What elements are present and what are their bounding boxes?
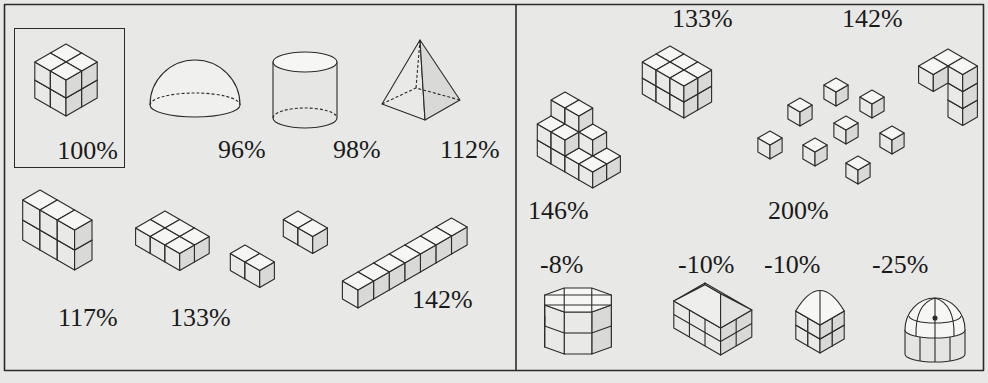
pyramid bbox=[382, 40, 460, 120]
face bbox=[919, 58, 948, 75]
apex-dot bbox=[933, 316, 937, 320]
face bbox=[342, 272, 373, 290]
face bbox=[57, 210, 92, 230]
percent-value: 96% bbox=[218, 137, 266, 163]
face bbox=[670, 70, 698, 86]
cylinder bbox=[273, 52, 337, 128]
reference-frame: 100% bbox=[14, 28, 125, 168]
percent-value: -10% bbox=[678, 252, 734, 278]
cube-group bbox=[230, 245, 274, 288]
scattered-cube bbox=[834, 116, 858, 144]
face bbox=[674, 285, 721, 328]
course-line bbox=[564, 332, 592, 333]
face bbox=[564, 312, 592, 354]
percent-value: 133% bbox=[170, 305, 231, 331]
scattered-cube bbox=[788, 98, 812, 126]
cylinder-top bbox=[273, 52, 337, 72]
outline bbox=[150, 60, 240, 117]
outline bbox=[796, 291, 844, 326]
grid-line bbox=[545, 294, 612, 295]
face bbox=[860, 90, 884, 104]
cube-slab bbox=[23, 190, 92, 270]
face bbox=[834, 116, 858, 130]
face bbox=[880, 126, 904, 140]
face bbox=[420, 40, 460, 120]
percent-value: 142% bbox=[412, 287, 473, 313]
course-line bbox=[592, 326, 611, 333]
face bbox=[545, 305, 565, 354]
percent-value: 112% bbox=[440, 137, 500, 163]
percent-value: -25% bbox=[872, 252, 928, 278]
panel-divider bbox=[515, 5, 517, 371]
outline bbox=[819, 291, 820, 326]
face bbox=[846, 156, 870, 170]
percent-value: 200% bbox=[768, 198, 829, 224]
half-dome bbox=[150, 60, 240, 117]
cube-l-shape bbox=[919, 49, 978, 126]
face bbox=[803, 138, 827, 152]
grid-line bbox=[591, 288, 592, 312]
percent-value: -8% bbox=[540, 252, 583, 278]
scattered-cube bbox=[846, 156, 870, 184]
drum-line bbox=[949, 337, 950, 361]
face bbox=[592, 305, 612, 354]
face bbox=[721, 294, 752, 328]
face bbox=[245, 254, 274, 271]
hip-roof-block bbox=[674, 283, 752, 355]
face bbox=[788, 98, 812, 112]
drum-line bbox=[919, 337, 920, 361]
course-line bbox=[545, 326, 564, 333]
course-line bbox=[544, 316, 545, 326]
scattered-cube bbox=[860, 90, 884, 118]
face bbox=[50, 62, 81, 80]
face bbox=[382, 40, 425, 120]
outline bbox=[905, 298, 965, 338]
face bbox=[545, 288, 612, 312]
outline bbox=[150, 93, 240, 105]
frame-border bbox=[5, 5, 984, 371]
outline bbox=[935, 298, 954, 336]
percent-value: 98% bbox=[333, 137, 381, 163]
reference-cube bbox=[35, 44, 97, 116]
vaulted-block bbox=[796, 291, 844, 354]
percent-value: 146% bbox=[528, 198, 589, 224]
percent-value: 142% bbox=[842, 6, 903, 32]
grid-line bbox=[545, 304, 612, 305]
percent-value: 100% bbox=[57, 138, 118, 164]
face bbox=[824, 78, 848, 92]
percent-value: 117% bbox=[58, 305, 118, 331]
panel-frame bbox=[5, 5, 984, 371]
outline bbox=[909, 316, 961, 323]
face bbox=[758, 131, 782, 145]
outline bbox=[416, 40, 420, 88]
cube-slab bbox=[642, 46, 711, 118]
cube-group bbox=[136, 211, 210, 271]
outline bbox=[273, 108, 337, 118]
drum-line bbox=[934, 338, 935, 362]
percent-value: 133% bbox=[672, 6, 733, 32]
scattered-cube bbox=[758, 131, 782, 159]
outline bbox=[916, 298, 935, 336]
face bbox=[565, 100, 593, 116]
percent-value: -10% bbox=[764, 252, 820, 278]
face bbox=[948, 58, 977, 75]
cube-group bbox=[283, 211, 327, 254]
face bbox=[298, 220, 327, 237]
scattered-cube bbox=[880, 126, 904, 154]
stepped-pile bbox=[537, 92, 620, 188]
face bbox=[165, 237, 194, 254]
octagonal-prism bbox=[545, 288, 612, 354]
scattered-cube bbox=[824, 78, 848, 106]
face bbox=[579, 156, 607, 172]
outline bbox=[382, 88, 460, 104]
scattered-cube bbox=[803, 138, 827, 166]
domed-drum bbox=[905, 298, 965, 362]
grid-line bbox=[564, 288, 565, 312]
